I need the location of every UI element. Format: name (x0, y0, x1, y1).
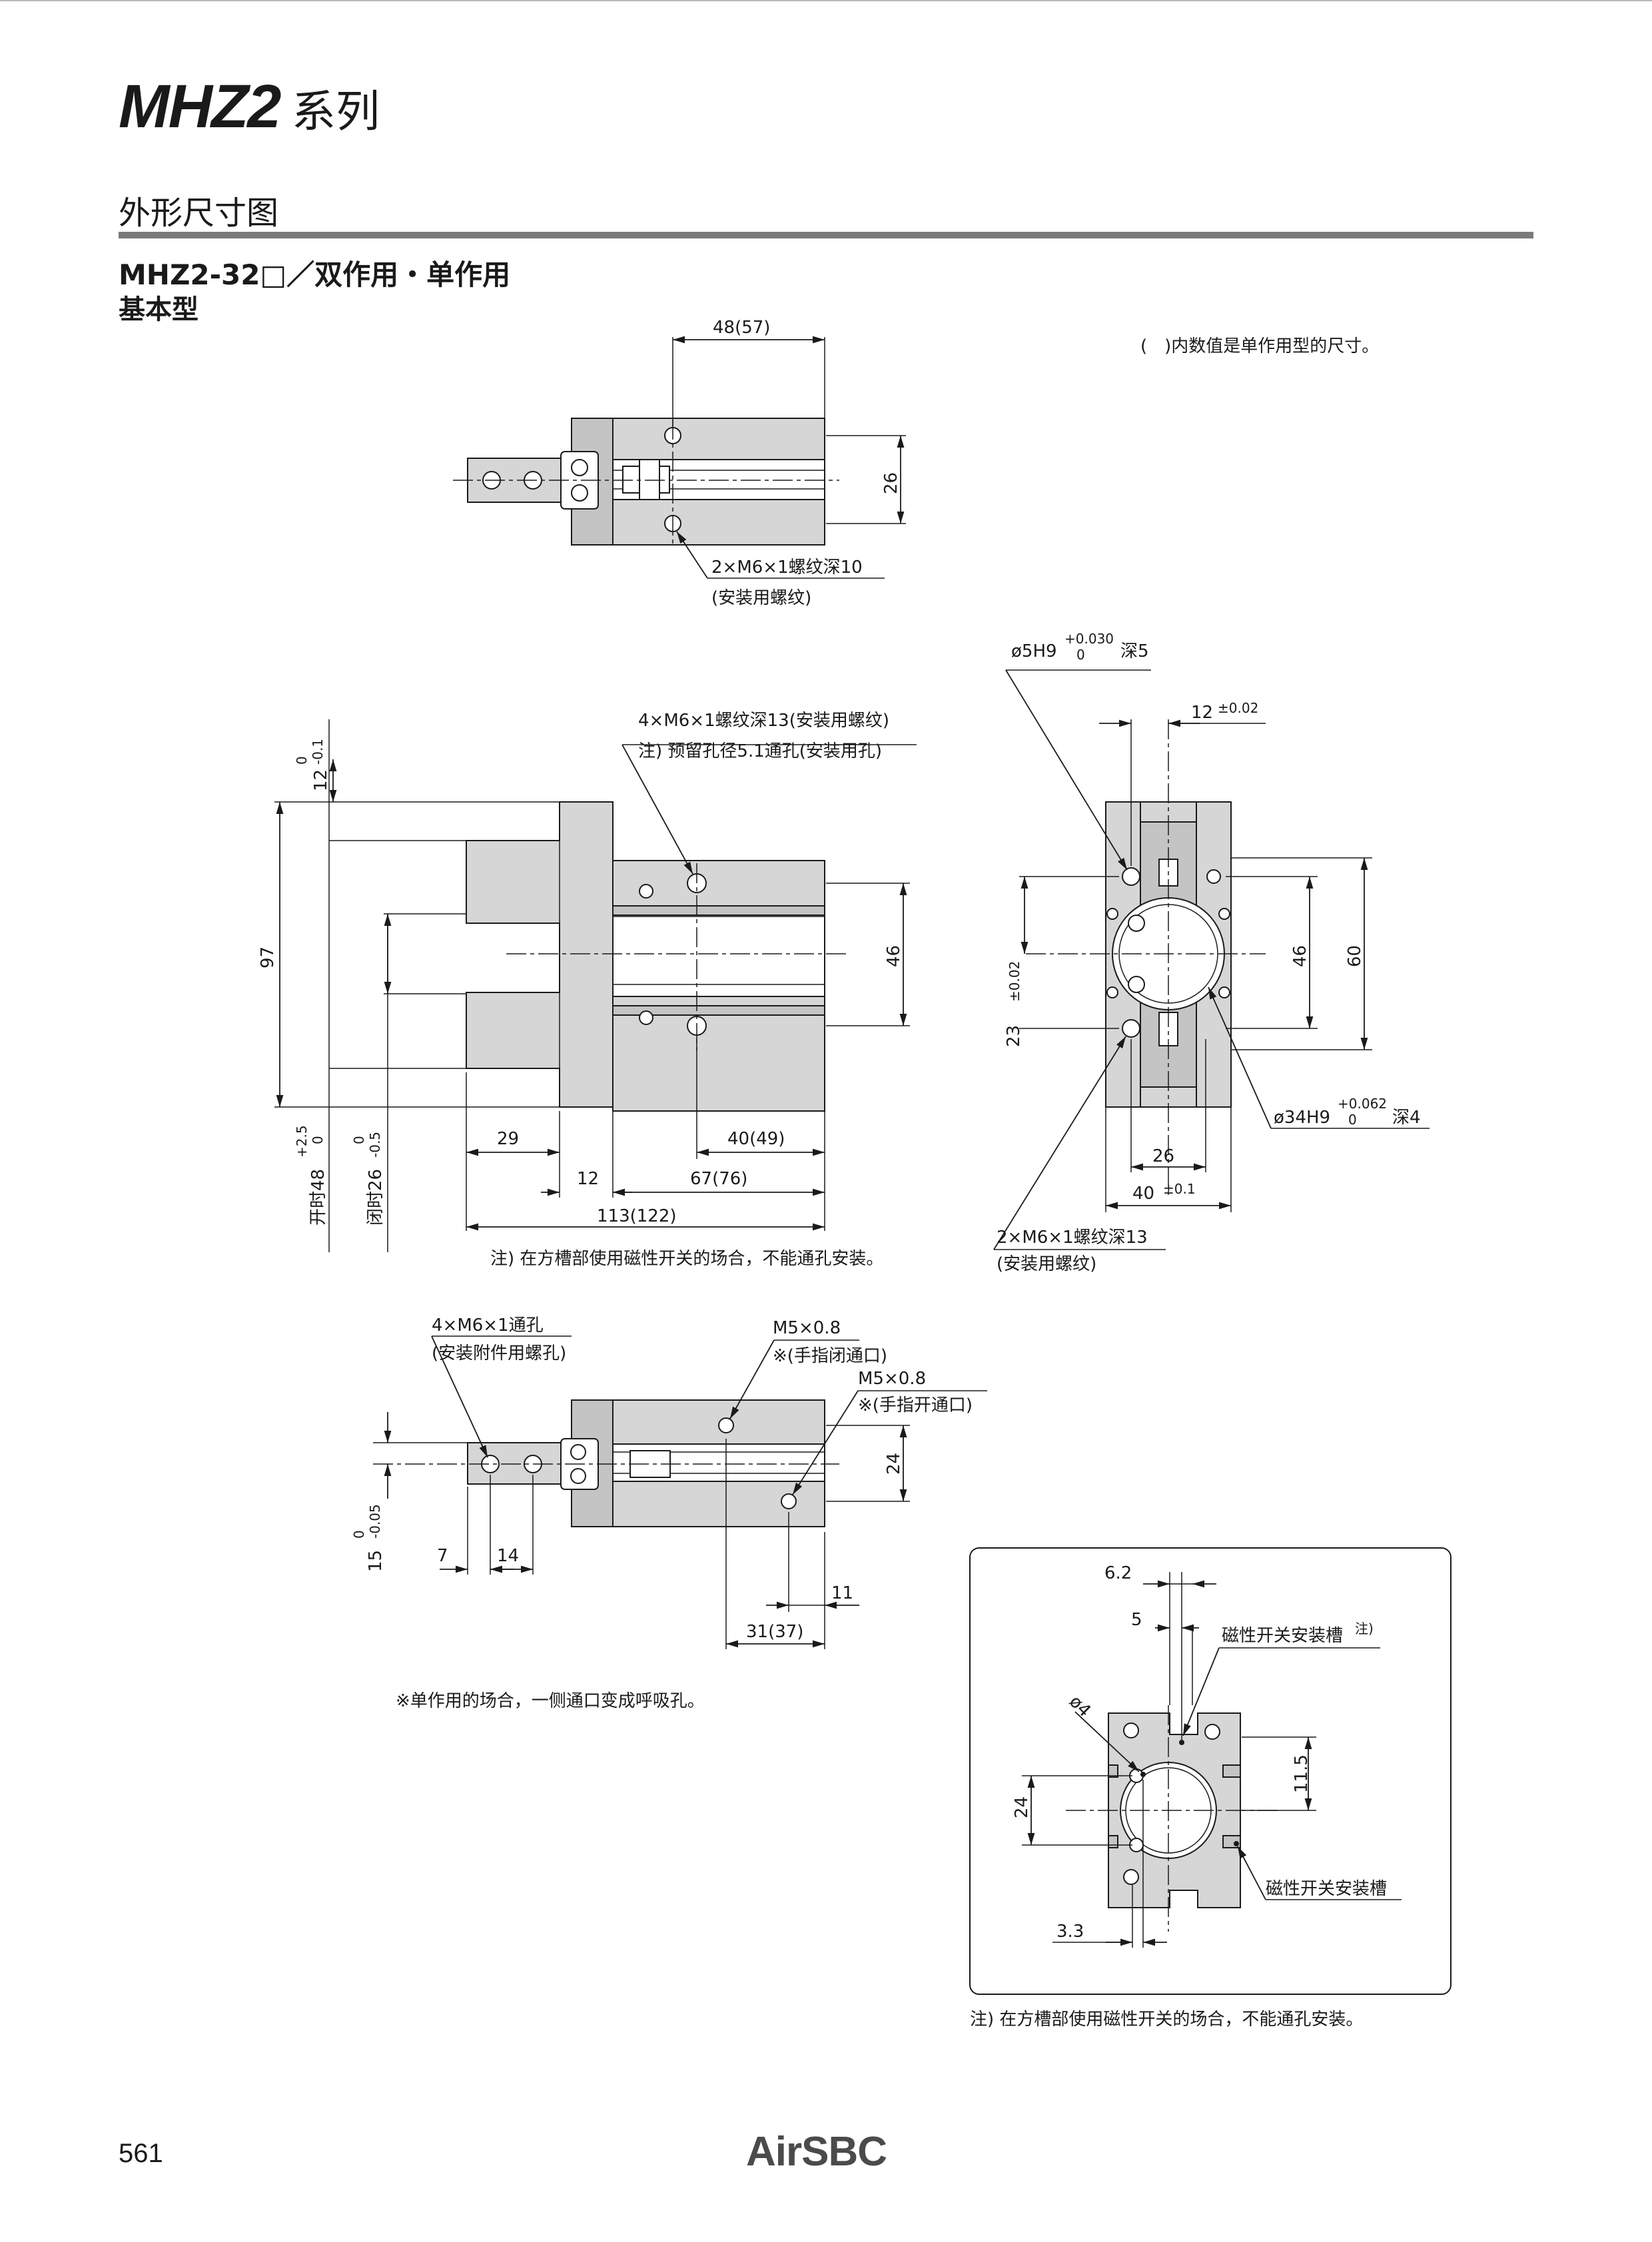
switch-slot-sup: 注) (1355, 1621, 1374, 1637)
pin-depth: 深5 (1120, 641, 1149, 661)
dim-6-2: 6.2 (1104, 1563, 1132, 1583)
closed-26-label: 闭时26 (366, 1169, 386, 1226)
open-48-label: 开时48 (308, 1169, 328, 1226)
dim-46-front: 46 (884, 945, 904, 967)
side-view: ø5H9 +0.030 0 深5 12 ±0.02 23 ±0.02 46 60 (993, 631, 1430, 1274)
dim-24-inset: 24 (1012, 1796, 1032, 1818)
dim-15: 15 (366, 1550, 386, 1572)
dim-97: 97 (258, 946, 278, 968)
series-title: MHZ2 (119, 73, 281, 141)
bore-tol-lower: 0 (1348, 1112, 1357, 1128)
dim-14: 14 (497, 1546, 519, 1566)
thread-2xm6-label: 2×M6×1螺纹深10 (711, 558, 863, 577)
bore-depth: 深4 (1392, 1108, 1421, 1128)
dim-15-tol-upper: 0 (351, 1530, 367, 1539)
dim-40-side: 40 (1132, 1184, 1154, 1204)
dim-60: 60 (1345, 945, 1365, 967)
dim-12-tol-upper: 0 (294, 756, 310, 765)
bottom-view: 15 0 -0.05 24 7 14 11 31(37) (351, 1315, 987, 1711)
brand-logo: AirSBC (746, 2129, 906, 2175)
dim-phi4: ø4 (1065, 1692, 1094, 1721)
closed-tol-upper: 0 (351, 1136, 367, 1144)
dim-12b: 12 (577, 1169, 599, 1189)
dim-24-bottom: 24 (884, 1453, 904, 1475)
top-view: 48(57) 26 2×M6×1螺纹深10 (安装用螺纹) (453, 318, 906, 608)
dim-12-base: 12 (311, 769, 331, 791)
dim-7: 7 (437, 1546, 448, 1566)
port1: M5×0.8 (773, 1318, 841, 1338)
note-slot-front: 注) 在方槽部使用磁性开关的场合，不能通孔安装。 (490, 1249, 883, 1269)
dim-26-side: 26 (1152, 1146, 1174, 1166)
dim-29: 29 (497, 1129, 519, 1149)
model-line: MHZ2-32□／双作用・单作用 (119, 258, 511, 291)
inset-switch-slot: 6.2 5 磁性开关安装槽 注) ø4 11.5 24 磁性开关安装槽 (969, 1547, 1451, 1995)
open-tol-lower: 0 (310, 1136, 326, 1144)
through-hole-purpose: (安装附件用螺孔) (432, 1343, 566, 1363)
bore-tol-upper: +0.062 (1338, 1096, 1387, 1112)
section-rule (119, 232, 1533, 238)
dim-23-tol: ±0.02 (1007, 961, 1023, 1002)
note-slot-inset: 注) 在方槽部使用磁性开关的场合，不能通孔安装。 (970, 2010, 1363, 2030)
thread-4xm6-label: 4×M6×1螺纹深13(安装用螺纹) (638, 711, 889, 731)
pin-hole: ø5H9 (1011, 641, 1057, 661)
pin-tol-lower: 0 (1076, 647, 1085, 663)
open-tol-upper: +2.5 (294, 1125, 310, 1158)
thread-2xm6-13-purpose: (安装用螺纹) (997, 1254, 1096, 1274)
dim-113-122: 113(122) (597, 1206, 677, 1226)
thread-2xm6-13: 2×M6×1螺纹深13 (997, 1228, 1148, 1248)
front-view: 97 12 0 -0.1 46 29 40(49) (258, 711, 917, 1269)
switch-slot: 磁性开关安装槽 (1266, 1879, 1387, 1899)
section-heading: 外形尺寸图 (119, 194, 279, 232)
dim-26-top: 26 (881, 472, 901, 494)
dim-12-side: 12 (1191, 703, 1213, 723)
model-type: 基本型 (119, 294, 199, 325)
dim-11: 11 (831, 1583, 853, 1603)
dim-12-tol-lower: -0.1 (310, 739, 326, 765)
note-single-acting: ※单作用的场合，一侧通口变成呼吸孔。 (396, 1691, 705, 1711)
port2-purpose: ※(手指开通口) (858, 1395, 973, 1415)
closed-tol-lower: -0.5 (367, 1132, 383, 1158)
dim-40-side-tol: ±0.1 (1163, 1181, 1196, 1197)
port1-purpose: ※(手指闭通口) (773, 1346, 887, 1366)
dim-23: 23 (1004, 1025, 1024, 1047)
pin-tol-upper: +0.030 (1064, 631, 1114, 647)
dim-12-side-tol: ±0.02 (1218, 700, 1258, 716)
dim-5: 5 (1131, 1610, 1142, 1630)
dim-15-tol-lower: -0.05 (367, 1504, 383, 1539)
switch-slot-note: 磁性开关安装槽 (1222, 1626, 1343, 1646)
top-border (0, 0, 1652, 1)
bore: ø34H9 (1274, 1108, 1330, 1128)
brand-logo-text: AirSBC (746, 2129, 887, 2175)
dim-3-3: 3.3 (1056, 1922, 1084, 1942)
series-suffix: 系列 (292, 86, 380, 137)
dim-40-49: 40(49) (727, 1129, 785, 1149)
port2: M5×0.8 (858, 1369, 926, 1389)
dim-67-76: 67(76) (690, 1169, 747, 1189)
dim-48-57: 48(57) (713, 318, 770, 338)
thread-2xm6-purpose: (安装用螺纹) (711, 588, 811, 608)
note-through-hole: 注) 预留孔径5.1通孔(安装用孔) (638, 741, 882, 761)
dim-11-5: 11.5 (1292, 1754, 1312, 1793)
dim-46-side: 46 (1290, 945, 1310, 967)
dim-31-37: 31(37) (746, 1622, 803, 1642)
note-bracket-values: ( )内数值是单作用型的尺寸。 (1140, 336, 1379, 356)
through-hole-label: 4×M6×1通孔 (432, 1315, 544, 1335)
page-number: 561 (119, 2139, 163, 2168)
